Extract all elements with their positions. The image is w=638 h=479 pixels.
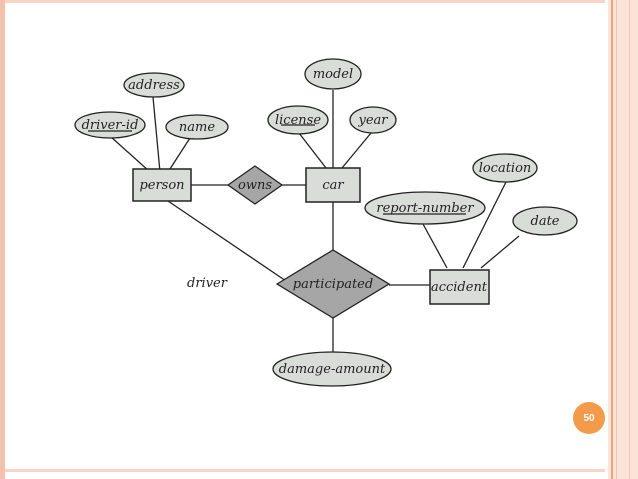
entity-person [132,168,192,202]
attribute-label-year: year [357,113,388,128]
edge-address-person [152,96,161,173]
relationship-participated [275,249,391,319]
attribute-model [304,58,362,90]
entity-label-car: car [322,178,344,193]
attribute-location [472,153,538,183]
attribute-label-date: date [531,214,560,229]
edge-name-person [167,137,191,173]
attribute-label-model: model [313,67,353,82]
edge-person-participated [167,200,290,284]
edge-year-car [341,132,372,169]
slide-border-bottom [5,469,605,472]
slide-right-line [616,0,617,479]
attribute-label-name: name [179,120,215,135]
slide-right-line [611,0,613,479]
slide-right-band [608,0,638,479]
relationship-label-participated: participated [293,277,373,292]
slide-border-top [5,0,605,3]
attribute-license [267,105,329,135]
attribute-label-driver-id: driver-id [82,118,139,133]
edge-location-accident [462,181,507,269]
attribute-label-report-number: report-number [376,201,474,216]
attribute-label-location: location [479,161,532,176]
attribute-name [165,114,229,140]
edge-date-accident [480,235,520,269]
edge-reportnumber-accident [422,223,448,269]
entity-label-person: person [139,178,184,193]
slide-right-line [629,0,630,479]
relationship-label-owns: owns [238,178,272,193]
er-diagram: address driver-id name model license yea… [74,58,578,387]
attribute-damage-amount [272,351,392,387]
entity-accident [429,269,490,305]
attribute-label-damage-amount: damage-amount [279,362,386,377]
edge-license-car [298,132,327,169]
role-label-driver: driver [187,276,228,291]
relationship-owns [226,165,284,205]
edge-driverid-person [109,135,151,173]
attribute-report-number [364,191,486,225]
attribute-label-license: license [275,113,321,128]
attribute-date [512,206,578,236]
page-number-badge: 50 [573,402,605,434]
attribute-year [349,106,397,134]
primary-key-underlines [88,124,466,215]
entity-label-accident: accident [431,280,488,295]
attribute-address [123,72,185,98]
slide-border-left [0,0,5,479]
entity-car [305,167,361,203]
connector-lines [109,90,520,352]
attribute-label-address: address [128,78,180,93]
